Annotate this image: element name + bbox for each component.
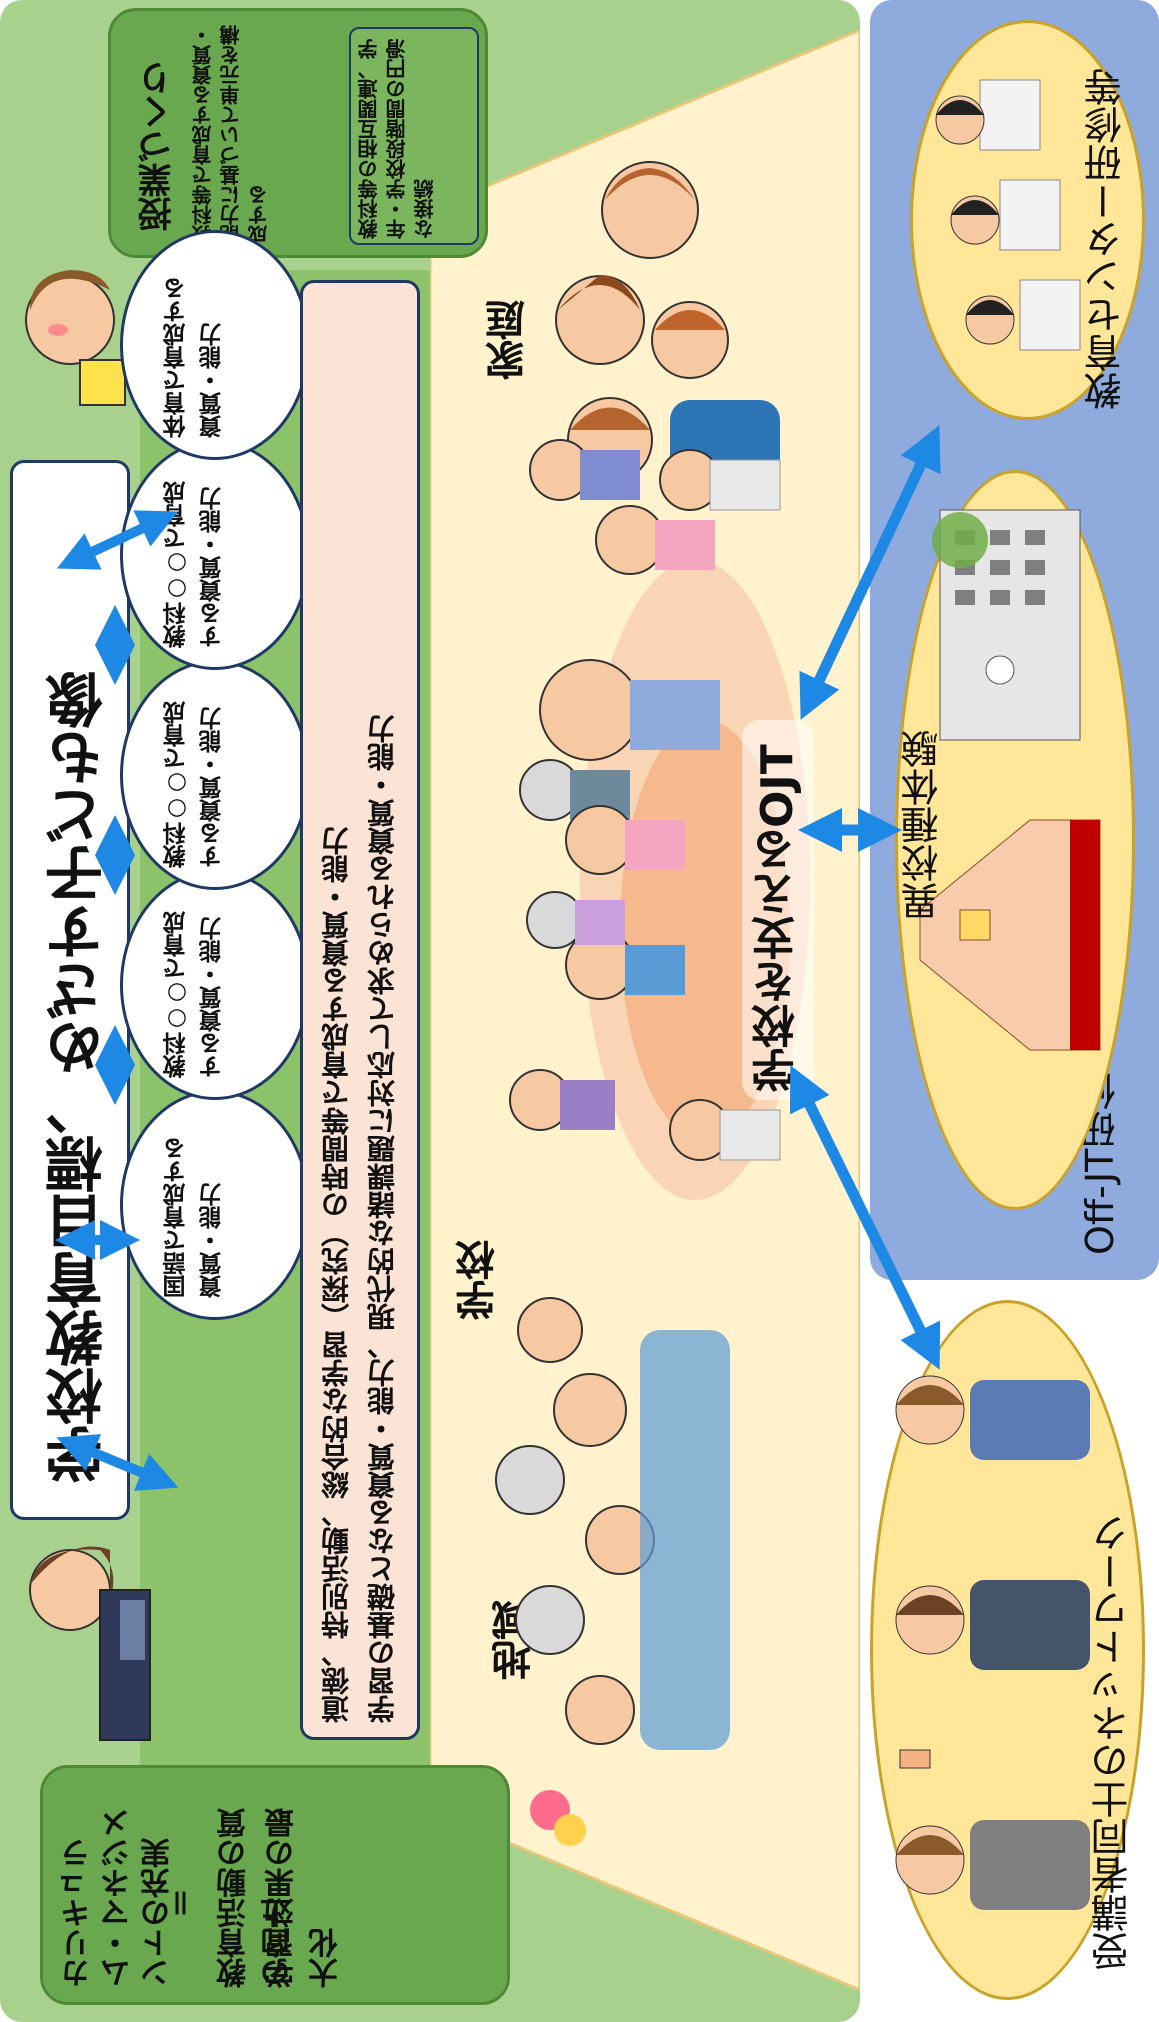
- network-people: [895, 1375, 1090, 1910]
- curriculum-management-box: カリキュラム・マネジメントの充実 ＝ 教育活動の質の向上 学習効果の最大化: [40, 1765, 510, 2005]
- school-people: [509, 439, 781, 1161]
- lesson-building-box: 授業づくり 教科等で育成する資質・能力に基づいて単元を構成する 教科等の相互関連…: [108, 8, 488, 258]
- people-illustrations: [495, 161, 781, 1846]
- cross-subject-strip: 道徳、特別活動、総合的な学習（探究）の時間等で育成する資質・能力 学習の基礎とな…: [300, 280, 420, 1740]
- region-people: [495, 1297, 730, 1846]
- subject-pe: 体育で育成する資質・能力: [120, 230, 310, 460]
- child-illustration: [25, 270, 126, 406]
- subject-japanese: 国語で育成する資質・能力: [120, 1090, 310, 1320]
- student-illustration: [29, 1546, 151, 1741]
- training-illustration: [935, 79, 1081, 351]
- subject-other-2: 教科○○で育成する資質・能力: [120, 660, 310, 890]
- subject-arrows: [55, 510, 179, 1491]
